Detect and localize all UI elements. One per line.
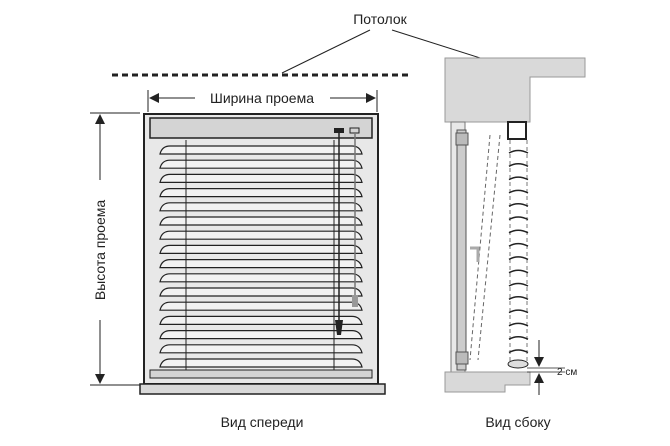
front-view-blind [139, 113, 386, 395]
side-slat [508, 296, 529, 300]
slat [159, 287, 363, 297]
slat [159, 344, 363, 354]
side-slat [508, 242, 529, 247]
side-slat [508, 202, 529, 207]
bottom-rail [149, 369, 373, 379]
slat [159, 159, 363, 169]
side-slat [508, 149, 529, 154]
side-slat [508, 163, 529, 167]
side-slat [508, 269, 529, 274]
slat [159, 173, 363, 183]
side-slat [508, 349, 529, 354]
side-view [444, 57, 586, 395]
slat [159, 145, 363, 155]
side-slat [508, 256, 529, 261]
headrail [149, 117, 373, 139]
side-slat [508, 189, 529, 194]
ceiling-leader-front [281, 29, 371, 74]
slat [159, 244, 363, 254]
side-slat [508, 216, 529, 221]
slat [159, 273, 363, 283]
side-view-label: Вид сбоку [485, 414, 550, 430]
wand-handle [335, 320, 343, 335]
slat [159, 188, 363, 198]
cord-tassel [352, 295, 358, 307]
width-label: Ширина проема [210, 90, 314, 106]
ceiling-label: Потолок [353, 11, 407, 27]
window-glass [456, 129, 467, 371]
slat [159, 315, 363, 325]
side-slat [508, 176, 529, 181]
side-headrail [507, 121, 527, 140]
tilt-mechanism [334, 128, 344, 133]
gap-label: 2 см [557, 367, 577, 378]
slat [159, 202, 363, 212]
side-slat [508, 335, 529, 340]
side-slat [508, 309, 529, 314]
height-label: Высота проема [92, 200, 108, 301]
side-slat [508, 282, 529, 287]
window-sill [139, 383, 386, 395]
slat [159, 330, 363, 340]
slat [159, 216, 363, 226]
slat [159, 259, 363, 269]
side-sill [444, 371, 531, 393]
ceiling-block [444, 57, 586, 123]
slat [159, 358, 363, 368]
side-slat [508, 322, 529, 327]
slat [159, 301, 363, 311]
front-view-label: Вид спереди [221, 414, 304, 430]
side-slat [508, 229, 529, 234]
side-bottom-rail [507, 359, 529, 369]
slat [159, 230, 363, 240]
